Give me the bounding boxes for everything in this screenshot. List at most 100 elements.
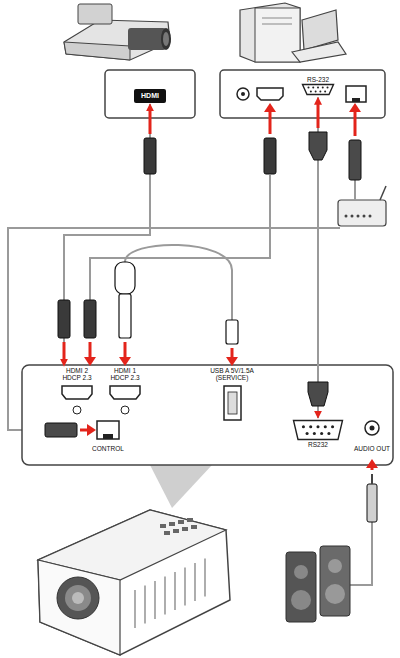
- db9-shell: [303, 85, 334, 95]
- camcorder-part: [64, 20, 170, 60]
- keypad-part: [169, 522, 175, 526]
- io-panel-part: [22, 365, 393, 465]
- io-panel-part: [224, 386, 241, 420]
- device-panel: [105, 70, 385, 118]
- rj45-plug-part: [349, 140, 361, 180]
- computer-part: [262, 18, 292, 19]
- plug-arrow-part: [226, 357, 238, 366]
- plug-arrow-part: [231, 348, 234, 358]
- port-label: HDMI 1 HDCP 2.3: [108, 367, 142, 382]
- label-text: HDMI: [141, 92, 159, 100]
- device-panel-part: [257, 88, 283, 100]
- dongle: [115, 262, 238, 344]
- speaker-part: [320, 546, 350, 616]
- router-led-part: [357, 215, 360, 218]
- dongle-part: [115, 262, 135, 294]
- keypad-part: [160, 524, 166, 528]
- computer-part: [262, 24, 292, 25]
- db9-shell: [294, 421, 343, 440]
- layout-cable-part: [354, 180, 356, 200]
- io-panel-part: [110, 386, 140, 399]
- dongle-part: [119, 294, 131, 338]
- hdmi-port: HDMI: [134, 89, 166, 103]
- db9-pin: [327, 87, 329, 89]
- router-part: [380, 186, 386, 200]
- router-led-part: [369, 215, 372, 218]
- db9-port: [292, 419, 344, 441]
- io-panel-part: [370, 426, 375, 431]
- label-text: CONTROL: [92, 445, 124, 452]
- db9-pin: [324, 91, 326, 93]
- speaker: [286, 546, 350, 622]
- router-led-part: [345, 215, 348, 218]
- db9-port: [301, 83, 335, 96]
- hdmi-plug-part: [84, 300, 96, 338]
- computer-part: [292, 42, 346, 62]
- plug-arrow-part: [119, 357, 131, 366]
- db9-pin: [302, 425, 305, 428]
- io-panel-part: [365, 421, 379, 435]
- rs232-port: RS-232: [301, 76, 335, 96]
- db9-pin: [317, 87, 319, 89]
- device-panel-part: [237, 88, 249, 100]
- keypad-part: [191, 525, 197, 529]
- vent-part: [164, 577, 165, 615]
- db9-pin: [320, 432, 323, 435]
- plug-arrow-part: [87, 424, 96, 436]
- io-panel-part: [97, 421, 119, 439]
- io-panel-part: [73, 406, 81, 414]
- camcorder-part: [161, 28, 171, 50]
- plug-arrow-part: [349, 103, 361, 112]
- label-text: HDMI 2 HDCP 2.3: [60, 367, 94, 382]
- db9-pin: [327, 432, 330, 435]
- plug-arrow-part: [89, 342, 92, 358]
- dongle-part: [226, 320, 238, 344]
- db9-pin: [319, 91, 321, 93]
- port-label: USB A 5V/1.5A (SERVICE): [205, 367, 259, 382]
- label-text: USB A 5V/1.5A (SERVICE): [205, 367, 259, 382]
- speaker-part: [286, 552, 316, 622]
- computer-part: [240, 3, 300, 62]
- layout-cable-part: [90, 175, 270, 300]
- hdmi-plug-part: [264, 138, 276, 174]
- io-panel-part: [150, 465, 212, 508]
- db9-pin: [306, 432, 309, 435]
- io-panel-part: [103, 434, 113, 439]
- camcorder-part: [163, 32, 169, 46]
- plug-arrow-part: [149, 110, 152, 134]
- computer: [240, 3, 346, 62]
- db9-pin: [315, 91, 317, 93]
- port-label: AUDIO OUT: [354, 445, 390, 452]
- vent-part: [144, 586, 145, 624]
- vent-part: [134, 590, 135, 628]
- device-panel-part: [220, 70, 385, 118]
- camcorder-part: [128, 28, 166, 50]
- plug-arrow-part: [317, 104, 320, 128]
- io-panel-part: [121, 406, 129, 414]
- router-part: [338, 200, 386, 226]
- router: [338, 186, 386, 226]
- vent: [135, 559, 205, 629]
- keypad-part: [182, 527, 188, 531]
- speaker-part: [294, 565, 308, 579]
- plug-arrow: [64, 103, 378, 470]
- projector-part: [57, 577, 99, 619]
- io-panel: [22, 365, 393, 508]
- layout-cable-part: [125, 245, 232, 320]
- projector-part: [72, 592, 84, 604]
- db9-plug-part: [308, 382, 328, 406]
- label-text: RS232: [308, 441, 328, 448]
- hdmi-plug-part: [144, 138, 156, 174]
- audio-plug: [367, 474, 377, 522]
- keypad: [160, 518, 197, 535]
- db9-pin: [307, 87, 309, 89]
- rs232-port: RS232: [292, 419, 344, 448]
- hdmi-plug-part: [58, 300, 70, 338]
- projector-part: [38, 560, 120, 655]
- device-panel-part: [352, 98, 360, 102]
- plug-arrow-part: [63, 342, 66, 360]
- plug-arrow-part: [80, 429, 88, 432]
